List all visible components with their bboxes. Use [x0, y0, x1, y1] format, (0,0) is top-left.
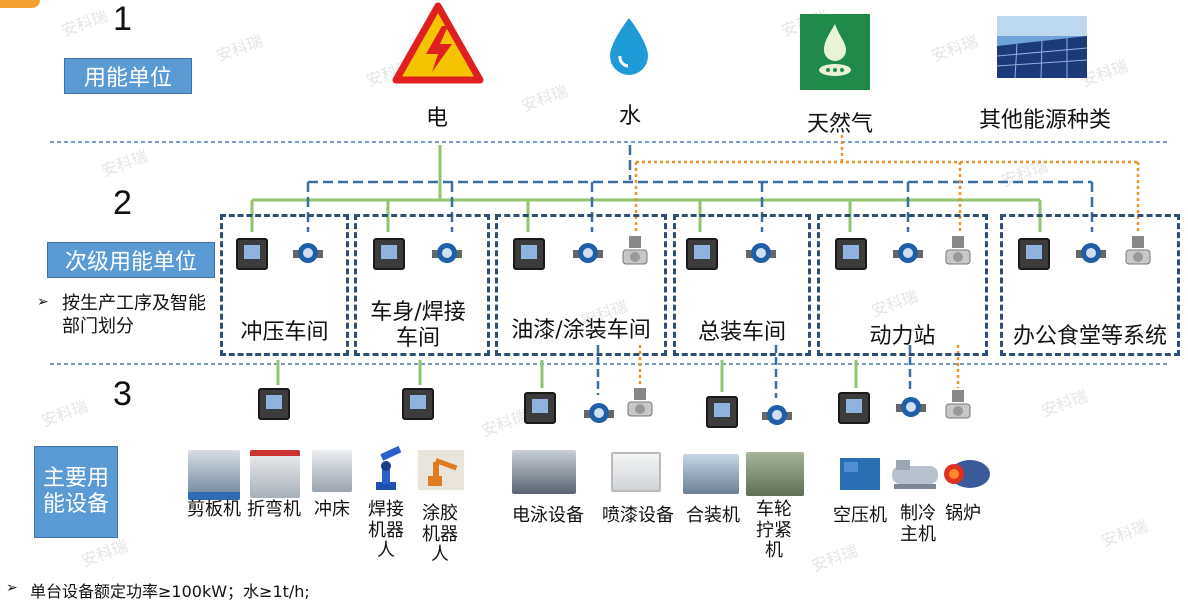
power-meter-icon	[838, 392, 870, 424]
workshop-name: 油漆/涂装车间	[511, 318, 651, 343]
workshop-box	[495, 214, 667, 356]
source-electricity-label: 电	[425, 106, 448, 131]
tag-level1: 用能单位	[64, 58, 192, 94]
gas-flowmeter-icon	[1125, 236, 1151, 265]
level2-note: 按生产工序及智能部门划分	[62, 293, 206, 338]
water-meter-icon	[432, 243, 462, 263]
gas-flowmeter-icon	[945, 236, 971, 265]
workshop-box	[673, 214, 811, 356]
water-meter-icon	[896, 397, 926, 417]
electricity-warning-icon	[392, 2, 484, 84]
bending-machine-image	[250, 450, 300, 498]
source-gas-label: 天然气	[806, 112, 873, 137]
chiller-unit-image	[892, 460, 938, 489]
power-meter-icon	[686, 238, 718, 270]
equipment-label: 喷漆设备	[602, 505, 674, 526]
workshop-name: 总装车间	[697, 320, 786, 345]
power-meter-icon	[236, 238, 268, 270]
equipment-label: 空压机	[833, 505, 887, 526]
punch-press-image	[312, 450, 352, 492]
equipment-label: 剪板机	[187, 499, 241, 520]
power-meter-icon	[835, 238, 867, 270]
equipment-label: 涂胶机器人	[422, 503, 458, 566]
power-meter-icon	[513, 238, 545, 270]
water-meter-icon	[293, 243, 323, 263]
gas-flowmeter-icon	[945, 390, 971, 419]
boiler-image	[944, 460, 990, 488]
power-meter-icon	[258, 388, 290, 420]
level-number-3: 3	[113, 375, 132, 413]
water-meter-icon	[1076, 243, 1106, 263]
workshop-name: 车身/焊接车间	[370, 300, 466, 352]
workshop-box	[1000, 214, 1180, 356]
water-meter-icon	[573, 243, 603, 263]
bullet-arrow-icon: ➢	[6, 580, 18, 596]
footnote: 单台设备额定功率≥100kW；水≥1t/h;	[30, 582, 310, 601]
workshop-name: 冲压车间	[240, 320, 329, 345]
tag-level3: 主要用能设备	[34, 446, 118, 538]
wheel-tightener-image	[746, 452, 804, 496]
gluing-robot-image	[418, 450, 464, 490]
workshop-name: 动力站	[869, 324, 936, 349]
tag-level2: 次级用能单位	[47, 242, 215, 278]
electrophoresis-equipment-image	[512, 450, 576, 494]
equipment-label: 制冷主机	[900, 503, 936, 545]
gas-flowmeter-icon	[627, 388, 653, 417]
equipment-label: 锅炉	[945, 503, 981, 524]
power-meter-icon	[1018, 238, 1050, 270]
equipment-label: 冲床	[314, 499, 350, 520]
equipment-label: 电泳设备	[512, 505, 584, 526]
equipment-label: 车轮拧紧机	[756, 499, 792, 562]
power-meter-icon	[402, 388, 434, 420]
equipment-label: 折弯机	[247, 499, 301, 520]
workshop-box	[817, 214, 988, 356]
workshop-name: 办公食堂等系统	[1012, 324, 1167, 349]
power-meter-icon	[706, 396, 738, 428]
source-other-label: 其他能源种类	[978, 108, 1111, 133]
power-meter-icon	[373, 238, 405, 270]
spray-paint-booth-image	[611, 452, 661, 492]
natural-gas-flame-icon	[800, 14, 870, 90]
water-meter-icon	[746, 243, 776, 263]
equipment-label: 焊接机器人	[368, 499, 404, 562]
water-meter-icon	[762, 405, 792, 425]
water-drop-icon	[610, 18, 648, 75]
assembly-machine-image	[683, 454, 739, 494]
corner-decoration	[0, 0, 40, 8]
workshop-box	[354, 214, 490, 356]
solar-panel-image	[997, 16, 1087, 78]
power-meter-icon	[524, 392, 556, 424]
water-meter-icon	[893, 243, 923, 263]
shearing-machine-image	[188, 450, 240, 500]
air-compressor-image	[840, 458, 880, 490]
gas-flowmeter-icon	[622, 236, 648, 265]
water-meter-icon	[584, 403, 614, 423]
level-number-1: 1	[113, 0, 132, 38]
welding-robot-image	[376, 445, 402, 490]
bullet-arrow-icon: ➢	[37, 294, 49, 310]
workshop-box	[220, 214, 349, 356]
level-number-2: 2	[113, 184, 132, 222]
source-water-label: 水	[618, 104, 641, 129]
equipment-label: 合装机	[686, 505, 740, 526]
